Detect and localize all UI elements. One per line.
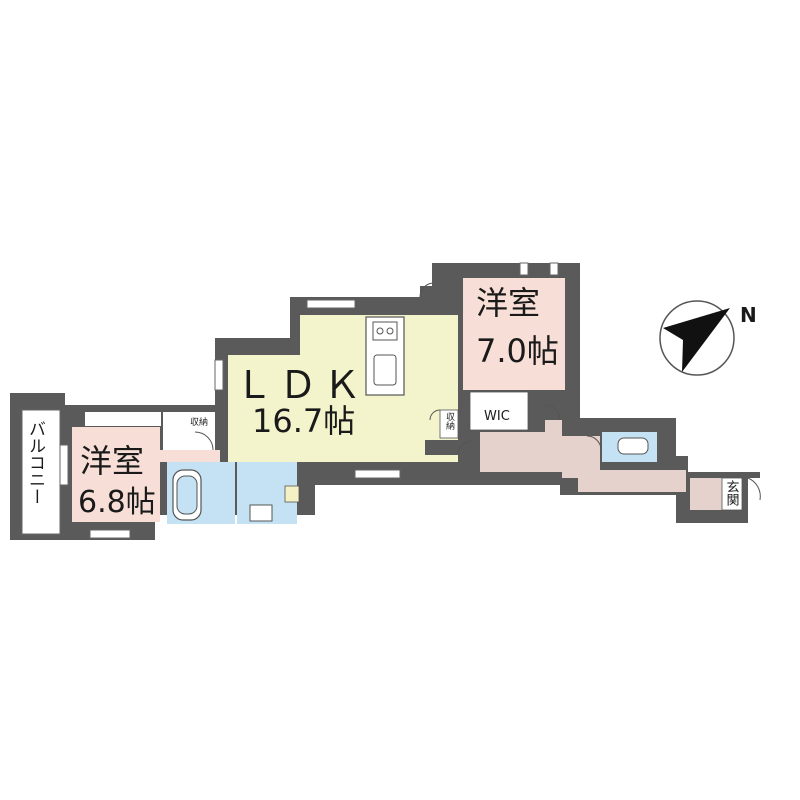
sink-icon	[373, 354, 397, 386]
hall-left	[160, 450, 220, 462]
western-room-right-floor	[463, 278, 565, 390]
washbasin-icon	[249, 504, 273, 522]
compass-needle-icon	[663, 308, 730, 372]
toilet-icon	[617, 437, 649, 455]
western-room-left-name: 洋室	[80, 442, 144, 480]
corridor-floor	[480, 420, 686, 492]
compass-north-label: N	[740, 303, 757, 327]
shoe-storage	[721, 477, 743, 511]
doors	[194, 282, 761, 501]
bathtub-inner-icon	[176, 475, 198, 515]
storage-ldk-area	[439, 409, 459, 439]
burner-icon	[386, 327, 394, 335]
washing-machine-area	[284, 485, 300, 503]
western-room-right-name: 洋室	[476, 284, 540, 322]
entrance-label: 玄関	[724, 480, 740, 507]
storage-left-area	[163, 412, 215, 450]
storage-left-label: 収納	[190, 416, 208, 428]
western-room-left-size: 6.8帖	[78, 485, 156, 520]
stove-icon	[372, 321, 398, 341]
balcony-area	[21, 409, 61, 535]
western-room-right-size: 7.0帖	[476, 332, 559, 370]
wic-label: WIC	[484, 409, 510, 424]
closet-left	[85, 412, 161, 426]
burner-icon	[376, 327, 384, 335]
windows	[59, 262, 559, 539]
ldk-lower	[240, 440, 310, 462]
wic-area	[469, 391, 529, 431]
ldk-room-name: ＬＤＫ	[235, 363, 367, 407]
storage-ldk-label: 収納	[444, 411, 455, 431]
ldk-room-size: 16.7帖	[252, 402, 355, 440]
compass: N	[659, 300, 757, 376]
western-room-left-floor	[72, 427, 160, 522]
balcony-label: バルコニー	[25, 420, 45, 505]
